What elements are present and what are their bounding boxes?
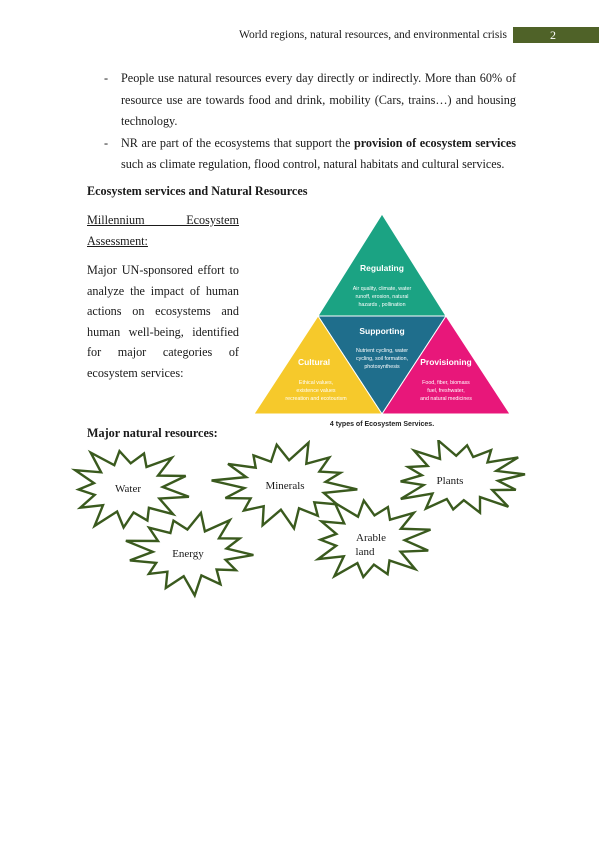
cultural-segment [254, 315, 383, 415]
provisioning-segment [381, 315, 510, 415]
arable-label-line1: Arable [356, 532, 386, 544]
water-burst [70, 448, 190, 530]
pyramid-caption: 4 types of Ecosystem Services. [330, 421, 434, 428]
arable-land-burst [313, 498, 431, 580]
cultural-line: recreation and ecotourism [285, 396, 347, 402]
supporting-line: Nutrient cycling, water [356, 348, 408, 354]
arable-label-line2: land [356, 546, 375, 558]
energy-label: Energy [172, 548, 204, 560]
cultural-line: Ethical values, [299, 380, 333, 386]
plants-burst [400, 440, 526, 516]
bullet-text: People use natural resources every day d… [121, 71, 516, 128]
cultural-title: Cultural [298, 357, 330, 367]
supporting-title: Supporting [359, 326, 404, 336]
bullet-list: - People use natural resources every day… [104, 68, 516, 176]
section-heading: Ecosystem services and Natural Resources [87, 184, 308, 198]
header-title: World regions, natural resources, and en… [239, 29, 507, 41]
mea-title-line1: Millennium Ecosystem [87, 213, 239, 227]
plants-label: Plants [437, 475, 464, 487]
provisioning-line: fuel, freshwater, [427, 388, 464, 394]
mea-description: Major UN-sponsored effort to analyze the… [87, 263, 239, 380]
bullet-marker: - [104, 135, 109, 150]
minerals-label: Minerals [265, 480, 304, 492]
bullet-text-before: NR are part of the ecosystems that suppo… [121, 135, 354, 150]
ecosystem-services-pyramid: Regulating Air quality, climate, water r… [254, 213, 510, 428]
regulating-title: Regulating [360, 263, 404, 273]
bullet-text-after: such as climate regulation, flood contro… [121, 157, 505, 171]
bullet-item-resource-use: - People use natural resources every day… [104, 68, 516, 133]
cultural-line: existence values [296, 388, 336, 394]
regulating-line: hazards , pollination [358, 302, 405, 308]
energy-burst [125, 510, 254, 599]
provisioning-title: Provisioning [420, 357, 471, 367]
mea-title-line2: Assessment: [87, 234, 148, 248]
bullet-text-bold: provision of ecosystem services [353, 135, 516, 150]
water-label: Water [115, 483, 141, 495]
bullet-marker: - [104, 71, 109, 85]
bullet-item-ecosystem-services: - NR are part of the ecosystems that sup… [104, 133, 516, 176]
resources-burst-diagram: Water Minerals Plants Energy Arable land [70, 440, 526, 599]
supporting-line: photosynthesis [364, 364, 400, 370]
minerals-burst [211, 440, 358, 532]
mea-title: Millennium Ecosystem Assessment: [87, 210, 239, 252]
page-number: 2 [550, 28, 556, 42]
regulating-line: Air quality, climate, water [353, 286, 412, 292]
supporting-line: cycling, soil formation, [356, 356, 408, 362]
provisioning-line: Food, fiber, biomass [422, 380, 470, 386]
provisioning-line: and natural medicines [420, 396, 472, 402]
page-header: World regions, natural resources, and en… [0, 27, 599, 45]
page-number-bar [513, 27, 599, 43]
major-resources-heading: Major natural resources: [87, 426, 218, 440]
regulating-line: runoff, erosion, natural [356, 294, 409, 300]
